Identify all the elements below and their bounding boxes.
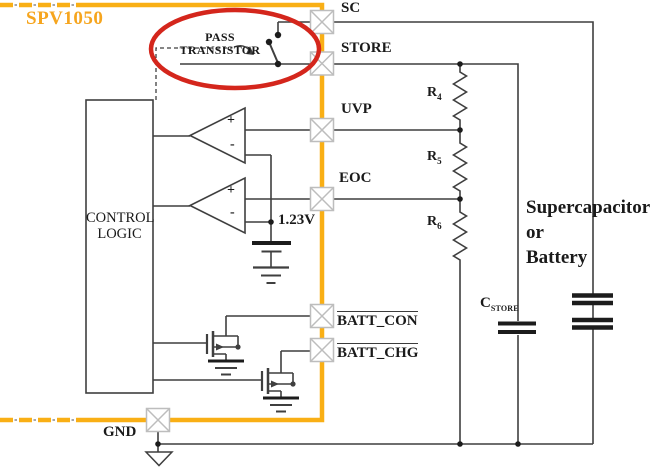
control-logic-box [85,99,154,394]
reference-rail [245,154,272,241]
pin-label-eoc: EOC [339,170,372,186]
cstore-base: C [480,295,491,311]
r5-base: R [427,149,438,164]
pin-label-sc: SC [341,0,361,16]
gate-wires [153,342,262,381]
switch-arm [268,41,279,64]
reference-voltage-label: 1.23V [278,212,316,228]
pin-symbol-uvp [309,117,335,143]
pin-symbol-gnd [145,407,171,433]
resistor-label-r6: R6 [427,214,442,231]
highlight-ellipse [148,7,322,91]
comparator-output-wires [153,135,190,207]
control-logic-label: CONTROL LOGIC [86,210,155,242]
capacitor-label-cstore: CSTORE [480,295,519,313]
store-wire [180,63,519,321]
cstore-capacitor [498,321,536,334]
m2-stubs [268,351,294,398]
junction-r6-gnd [457,441,463,447]
pin-symbol-batt-con [309,303,335,329]
mosfet-batt-con [205,316,244,376]
pin-symbol-batt-chg [309,337,335,363]
mosfet-batt-chg [260,351,299,413]
chip-boundary-solid [86,2,325,423]
junction-reference [268,219,274,225]
pin-label-gnd: GND [103,424,137,440]
junction-gnd [155,441,161,447]
switch-control-dashed-line [155,47,232,100]
resistor-divider [451,64,469,444]
r6-base: R [427,214,438,229]
sc-wire [278,21,594,294]
m2-body-dot [290,381,296,387]
junction-dots [155,31,521,447]
storage-line3: Battery [526,247,588,268]
m1-body-arrow [216,343,224,351]
storage-line1: Supercapacitor [526,197,651,218]
comparator-uvp-triangle [188,106,246,165]
pin-label-batt-con: BATT_CON [337,311,418,329]
chip-boundary [0,2,325,423]
control-logic-line2: LOGIC [97,226,142,242]
pass-annotation-line1: PASS [205,30,235,44]
m2-body-arrow [271,380,279,388]
junction-store-r4 [457,61,463,67]
comparator-eoc-plus-sign: + [227,183,235,198]
switch-arm-dot [265,38,273,46]
switch-contact-dot [274,31,282,39]
junction-r5-r6 [457,196,463,202]
r4-base: R [427,85,438,100]
reference-battery [252,241,291,284]
chip-name-label: SPV1050 [26,8,104,29]
switch-pole-dot [274,60,282,68]
pin-label-store: STORE [341,40,392,56]
m1-body-dot [235,344,241,350]
storage-label: Supercapacitor or Battery [526,195,650,270]
pass-annotation-line2: TRANSISTOR [179,43,261,57]
comparator-eoc [188,176,246,235]
pin-symbol-sc [309,9,335,35]
comparator-eoc-minus-sign: - [230,205,235,220]
external-ground-symbol [144,451,174,467]
control-logic-line1: CONTROL [86,210,155,226]
comparator-uvp [188,106,246,165]
comparator-uvp-plus-sign: + [227,113,235,128]
resistor-label-r4: R4 [427,85,442,102]
switch-control-arrowhead [246,46,254,55]
storage-line2: or [526,222,544,243]
cstore-sub: STORE [490,304,519,313]
pin-label-batt-chg: BATT_CHG [337,343,419,361]
m1-stubs [213,316,239,361]
r6-sub: 6 [437,220,442,231]
resistor-label-r5: R5 [427,149,442,166]
r4-sub: 4 [437,91,442,102]
comparator-eoc-triangle [188,176,246,235]
pin-symbol-eoc [309,186,335,212]
r5-sub: 5 [437,155,442,166]
supercapacitor-symbol [572,293,613,330]
pin-label-uvp: UVP [341,101,372,117]
comparator-uvp-minus-sign: - [230,137,235,152]
junction-cstore-gnd [515,441,521,447]
pin-symbols [145,9,335,433]
junction-r4-r5 [457,127,463,133]
